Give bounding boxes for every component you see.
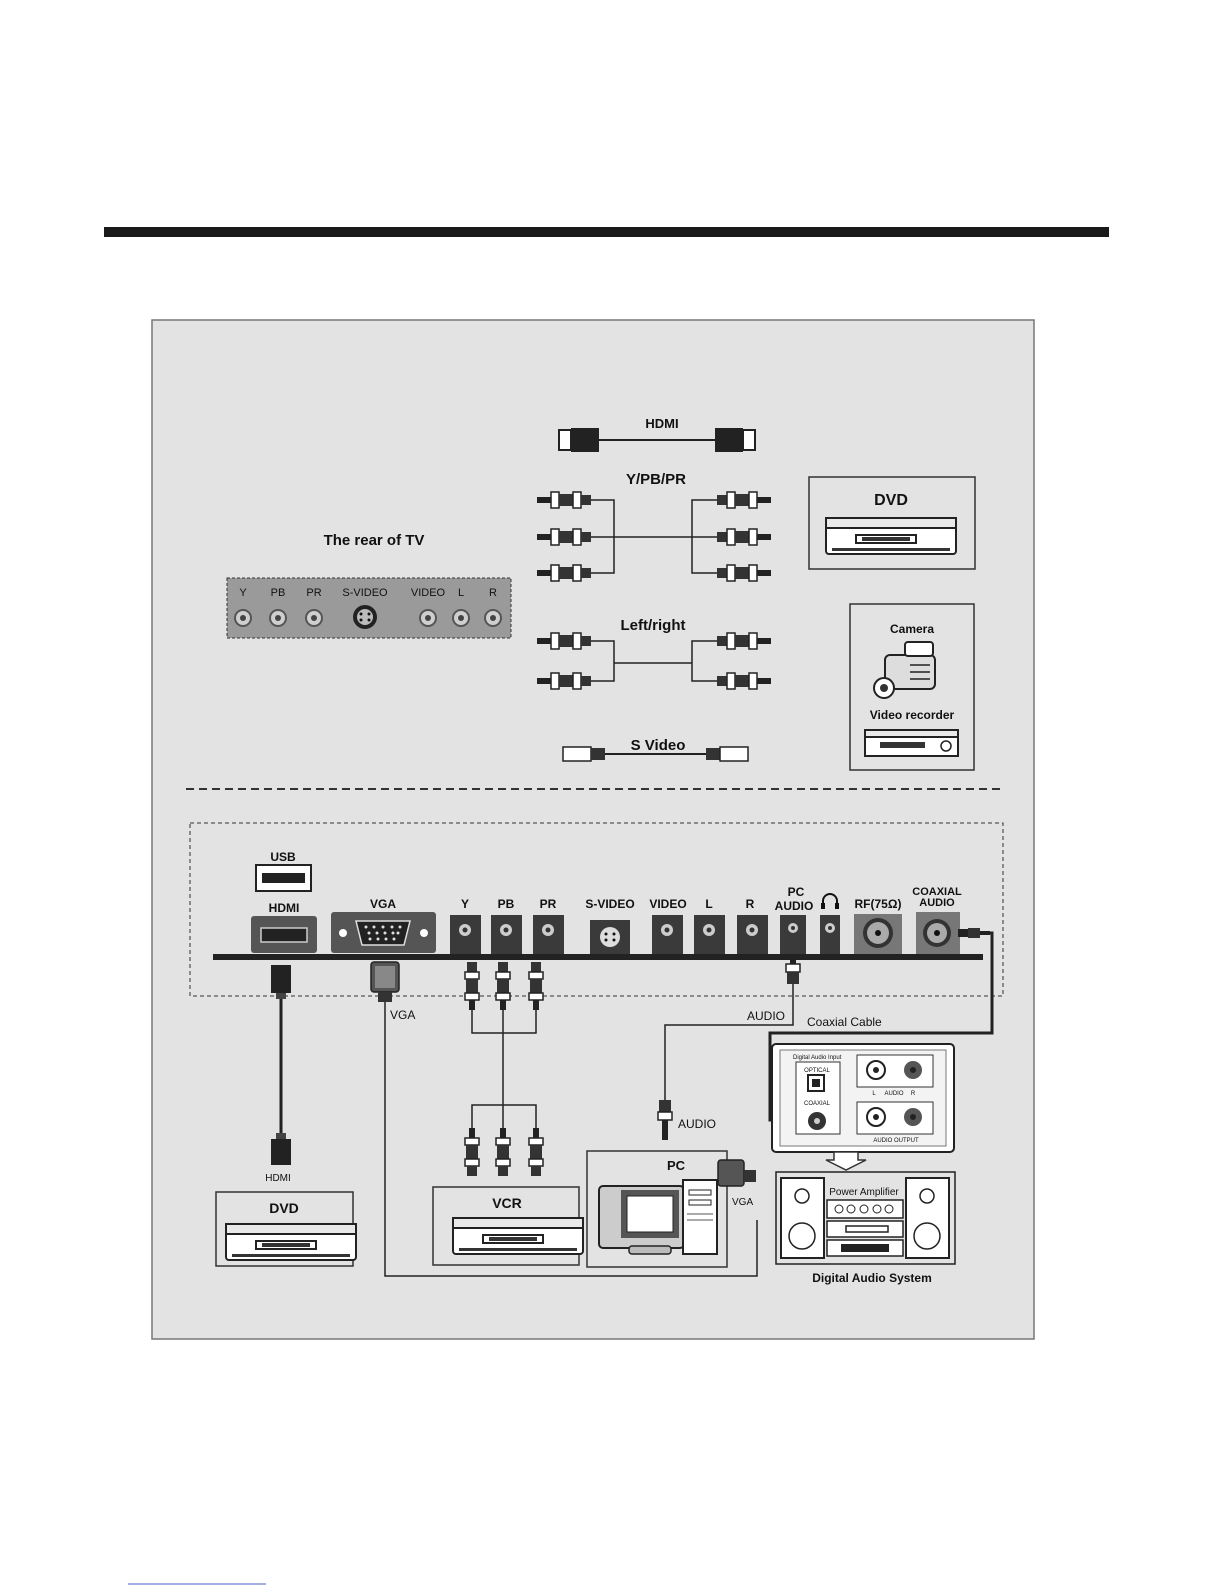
receiver-coaxial-label: COAXIAL — [804, 1101, 831, 1107]
rear-label-l: L — [458, 587, 464, 599]
svideo-cable — [562, 746, 749, 762]
camera-label: Camera — [890, 622, 934, 636]
hdmi-cable — [558, 428, 756, 452]
rear-panel-labels: Y PB PR S-VIDEO VIDEO L R — [239, 587, 497, 599]
usb-port — [255, 864, 312, 892]
svideo-cable-label: S Video — [631, 737, 686, 754]
pc-vga-connector — [717, 1159, 756, 1187]
digital-audio-receiver — [771, 1043, 955, 1153]
vga-port-label: VGA — [370, 897, 396, 911]
digital-audio-system — [775, 1171, 956, 1265]
optical-label: OPTICAL — [804, 1068, 830, 1074]
pr-port-label: PR — [540, 897, 557, 911]
video-recorder-label: Video recorder — [870, 708, 955, 722]
headphone-icon — [821, 893, 839, 909]
vga-port — [331, 912, 436, 953]
pb-port-label: PB — [498, 897, 515, 911]
bottom-dvd-label: DVD — [269, 1200, 299, 1216]
ypbpr-cable-label: Y/PB/PR — [626, 471, 686, 488]
rear-label-r: R — [489, 587, 497, 599]
audio-cable-bottom-label: AUDIO — [678, 1117, 716, 1131]
receiver-r-label: R — [911, 1091, 916, 1097]
camcorder-icon — [873, 641, 936, 699]
receiver-l-label: L — [872, 1091, 876, 1097]
rear-label-video: VIDEO — [411, 587, 446, 599]
power-amplifier-label: Power Amplifier — [829, 1187, 899, 1198]
y-port-label: Y — [461, 897, 469, 911]
hdmi-cable-label: HDMI — [645, 416, 678, 431]
coaxial-audio-label-line2: AUDIO — [919, 897, 955, 909]
panel-jacks — [450, 912, 960, 954]
audio-cable-top-label: AUDIO — [747, 1009, 785, 1023]
digital-audio-system-label: Digital Audio System — [812, 1271, 932, 1285]
ypbpr-cable-to-vcr — [464, 961, 544, 1177]
hdmi-port — [251, 916, 317, 953]
dvd-player-icon — [825, 517, 957, 555]
left-right-cable-label: Left/right — [621, 617, 686, 634]
dvd-device-label: DVD — [874, 492, 908, 509]
digital-audio-input-label: Digital Audio Input — [793, 1055, 842, 1061]
tv-panel-outline — [189, 822, 1004, 997]
rear-label-svideo: S-VIDEO — [342, 587, 388, 599]
rear-panel-jacks — [234, 605, 502, 629]
bottom-dvd-player-icon — [225, 1223, 357, 1261]
rear-label-pr: PR — [306, 587, 321, 599]
vga-cable — [370, 961, 758, 1277]
pc-vga-label: VGA — [732, 1197, 753, 1208]
video-recorder-icon — [864, 729, 959, 757]
rear-label-y: Y — [239, 587, 247, 599]
audio-output-label: AUDIO OUTPUT — [873, 1138, 919, 1144]
coaxial-cable-label: Coaxial Cable — [807, 1015, 882, 1029]
left-right-cable — [536, 632, 772, 690]
rf-port-label: RF(75Ω) — [855, 897, 902, 911]
ypbpr-cable — [536, 491, 772, 582]
down-arrow-icon — [825, 1151, 867, 1171]
rear-of-tv-title: The rear of TV — [324, 532, 425, 549]
coaxial-audio-label-line1: COAXIAL — [912, 886, 962, 898]
header-rule — [104, 227, 1109, 237]
hdmi-cable-bottom-label: HDMI — [265, 1173, 291, 1184]
r-port-label: R — [746, 897, 755, 911]
panel-port-labels: Y PB PR S-VIDEO VIDEO L R PC AUDIO RF(75… — [461, 885, 962, 913]
pc-icon — [598, 1179, 718, 1255]
tv-panel-base — [213, 954, 983, 960]
pc-audio-cable — [657, 954, 801, 1140]
svideo-port-label: S-VIDEO — [585, 897, 634, 911]
rear-label-pb: PB — [271, 587, 286, 599]
vga-cable-label: VGA — [390, 1008, 415, 1022]
hdmi-port-label: HDMI — [269, 901, 300, 915]
vcr-player-icon — [452, 1217, 584, 1255]
pc-audio-label-line2: AUDIO — [775, 899, 814, 913]
vcr-label: VCR — [492, 1195, 522, 1211]
hdmi-cable-to-dvd — [271, 965, 291, 1165]
l-port-label: L — [705, 897, 712, 911]
usb-label: USB — [270, 850, 296, 864]
pc-label: PC — [667, 1158, 686, 1173]
video-port-label: VIDEO — [649, 897, 686, 911]
receiver-audio-label: AUDIO — [884, 1091, 903, 1097]
pc-audio-label-line1: PC — [788, 885, 805, 899]
receiver-labels: Digital Audio Input OPTICAL COAXIAL L AU… — [793, 1055, 919, 1144]
